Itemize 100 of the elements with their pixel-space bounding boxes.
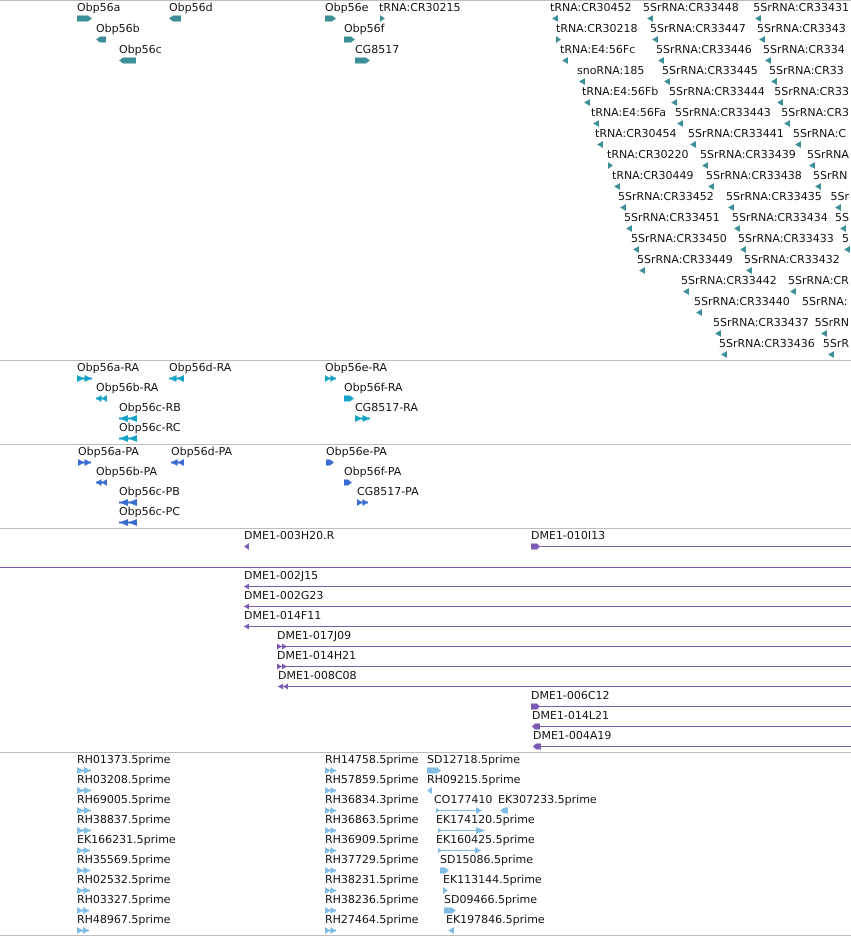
feature-label: tRNA:CR30220 bbox=[607, 148, 689, 161]
feature-label: RH03327.5prime bbox=[77, 893, 170, 906]
feature-label: 5SrRNA bbox=[807, 148, 849, 161]
feature-label: 5SrRNA:CR33 bbox=[769, 64, 844, 77]
feature-label: RH02532.5prime bbox=[77, 873, 170, 886]
feature-label: Obp56e bbox=[325, 1, 368, 14]
feature-label: tRNA:E4:56Fa bbox=[591, 106, 666, 119]
feature-label: RH27464.5prime bbox=[325, 913, 418, 926]
track-band bbox=[0, 568, 851, 753]
feature-label: 5SrRNA:CR33431 bbox=[753, 1, 849, 14]
feature-label: 5SrRNA:CR33443 bbox=[675, 106, 771, 119]
feature-label: 5SrRNA:CR33449 bbox=[637, 253, 733, 266]
feature-label: 5 bbox=[842, 232, 849, 245]
feature-label: Obp56a-RA bbox=[77, 361, 140, 374]
feature-label: 5SrRNA:CR33434 bbox=[732, 211, 828, 224]
feature-label: DME1-003H20.R bbox=[244, 529, 334, 542]
feature-label: EK160425.5prime bbox=[436, 833, 535, 846]
feature-label: EK166231.5prime bbox=[77, 833, 176, 846]
feature-label: DME1-014F11 bbox=[244, 609, 322, 622]
feature-label: Obp56f-RA bbox=[344, 381, 403, 394]
feature-label: 5SrRNA:CR33444 bbox=[669, 85, 765, 98]
feature-label: 5SrRNA:CR33441 bbox=[688, 127, 784, 140]
feature-label: RH69005.5prime bbox=[77, 793, 170, 806]
feature-label: RH38231.5prime bbox=[325, 873, 418, 886]
feature-label: RH38236.5prime bbox=[325, 893, 418, 906]
feature-label: DME1-017J09 bbox=[277, 629, 352, 642]
feature-label: 5SrRN bbox=[814, 316, 849, 329]
feature-label: 5SrRNA:CR33438 bbox=[706, 169, 802, 182]
track-band bbox=[0, 0, 851, 361]
feature-label: 5S bbox=[835, 211, 849, 224]
feature-label: Obp56f bbox=[344, 22, 384, 35]
feature-label: 5SrRNA:CR33451 bbox=[624, 211, 720, 224]
feature-label: tRNA:CR30215 bbox=[379, 1, 461, 14]
feature-label: tRNA:CR30218 bbox=[556, 22, 638, 35]
feature-label: DME1-004A19 bbox=[533, 729, 612, 742]
feature-label: Obp56c-RC bbox=[119, 421, 180, 434]
feature-label: 5SrRNA:CR33452 bbox=[618, 190, 714, 203]
feature-label: 5SrRNA:C bbox=[793, 127, 846, 140]
feature-label: EK197846.5prime bbox=[446, 913, 545, 926]
feature-label: Obp56d-RA bbox=[169, 361, 232, 374]
feature-label: 5SrRNA:CR33435 bbox=[726, 190, 822, 203]
feature-label: Obp56b-PA bbox=[96, 465, 158, 478]
feature-label: Obp56e-RA bbox=[325, 361, 388, 374]
feature-label: Obp56d bbox=[169, 1, 213, 14]
feature-label: tRNA:CR30449 bbox=[612, 169, 694, 182]
feature-label: Obp56b-RA bbox=[96, 381, 158, 394]
feature-label: EK307233.5prime bbox=[498, 793, 597, 806]
feature-label: 5SrRNA:CR33439 bbox=[700, 148, 796, 161]
feature-label: 5SrRNA:CR33447 bbox=[650, 22, 746, 35]
feature-label: RH57859.5prime bbox=[325, 773, 418, 786]
feature-label: EK174120.5prime bbox=[436, 813, 535, 826]
feature-label: EK113144.5prime bbox=[443, 873, 542, 886]
feature-label: Obp56a bbox=[77, 1, 120, 14]
feature-label: DME1-008C08 bbox=[278, 669, 357, 682]
feature-label: Obp56d-PA bbox=[171, 445, 232, 458]
feature-label: RH37729.5prime bbox=[325, 853, 418, 866]
feature-label: 5SrRNA: bbox=[802, 295, 848, 308]
feature-label: 5SrRNA:CR33433 bbox=[738, 232, 834, 245]
feature-label: tRNA:CR30452 bbox=[550, 1, 632, 14]
feature-label: Obp56f-PA bbox=[344, 465, 402, 478]
feature-label: Obp56b bbox=[96, 22, 140, 35]
track-band bbox=[0, 361, 851, 445]
feature-label: Obp56c-RB bbox=[119, 401, 181, 414]
feature-label: tRNA:CR30454 bbox=[595, 127, 677, 140]
feature-label: 5SrRNA:CR33440 bbox=[694, 295, 790, 308]
feature-label: tRNA:E4:56Fc bbox=[560, 43, 636, 56]
feature-label: DME1-002G23 bbox=[244, 589, 324, 602]
feature-label: RH03208.5prime bbox=[77, 773, 170, 786]
feature-label: 5SrRNA:CR33446 bbox=[656, 43, 752, 56]
feature-label: Obp56a-PA bbox=[78, 445, 139, 458]
feature-label: RH48967.5prime bbox=[77, 913, 170, 926]
feature-label: RH09215.5prime bbox=[427, 773, 520, 786]
track-band bbox=[0, 529, 851, 568]
feature-label: RH36863.5prime bbox=[325, 813, 418, 826]
feature-label: CG8517 bbox=[355, 43, 400, 56]
feature-label: 5SrRNA:CR bbox=[788, 274, 849, 287]
feature-label: Obp56e-PA bbox=[326, 445, 387, 458]
feature-label: RH38837.5prime bbox=[77, 813, 170, 826]
track-band bbox=[0, 753, 851, 936]
feature-label: 5SrRNA:CR33450 bbox=[631, 232, 727, 245]
feature-label: DME1-014H21 bbox=[277, 649, 356, 662]
feature-label: 5SrRNA:CR33436 bbox=[719, 337, 815, 350]
feature-label: RH14758.5prime bbox=[325, 753, 418, 766]
feature-label: RH35569.5prime bbox=[77, 853, 170, 866]
feature-label: 5SrRNA:CR3 bbox=[781, 106, 849, 119]
feature-label: CG8517-RA bbox=[355, 401, 418, 414]
feature-label: SD12718.5prime bbox=[427, 753, 520, 766]
feature-label: Obp56c-PC bbox=[119, 505, 180, 518]
feature-label: 5SrRNA:CR33448 bbox=[643, 1, 739, 14]
feature-label: SD09466.5prime bbox=[444, 893, 537, 906]
feature-label: 5SrRNA:CR33437 bbox=[713, 316, 809, 329]
feature-label: RH01373.5prime bbox=[77, 753, 170, 766]
feature-label: tRNA:E4:56Fb bbox=[582, 85, 658, 98]
feature-label: RH36909.5prime bbox=[325, 833, 418, 846]
feature-label: 5SrRNA:CR334 bbox=[763, 43, 845, 56]
feature-label: DME1-006C12 bbox=[531, 689, 610, 702]
feature-label: 5SrRNA:CR33432 bbox=[744, 253, 840, 266]
feature-label: Obp56c-PB bbox=[119, 485, 180, 498]
feature-label: 5SrRN bbox=[813, 169, 848, 182]
track-band bbox=[0, 445, 851, 529]
